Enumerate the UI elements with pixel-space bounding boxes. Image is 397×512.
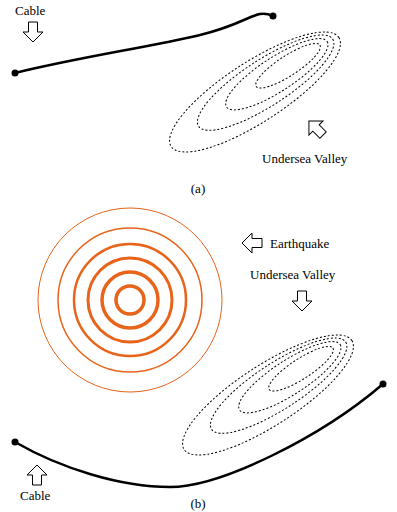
cable-end [12, 70, 19, 77]
contour-line [199, 323, 358, 449]
contour-line [168, 315, 368, 474]
pointer-arrow [27, 465, 47, 485]
contour-line [264, 340, 339, 398]
pointer-arrow [242, 233, 262, 253]
cable-end [380, 381, 387, 388]
cable-label: Cable [20, 488, 50, 503]
earthquake-label: Earthquake [270, 236, 329, 251]
panel-label: (a) [191, 181, 205, 196]
pointer-arrow [292, 291, 312, 311]
valley-label: Undersea Valley [250, 267, 335, 282]
undersea-valley-contours [168, 315, 368, 474]
seismic-ring [102, 272, 158, 328]
earthquake-rings [38, 208, 222, 392]
contour-line [230, 330, 349, 424]
seismic-ring [38, 208, 222, 392]
contour-line [155, 12, 355, 171]
cable-end [270, 13, 277, 20]
seismic-ring [88, 258, 172, 342]
seismic-ring [74, 244, 186, 356]
contour-line [251, 37, 326, 95]
pointer-arrow [23, 22, 43, 42]
cable-label: Cable [15, 3, 45, 18]
cable-line [15, 14, 273, 73]
contour-line [186, 20, 345, 146]
contour-line [217, 27, 336, 121]
undersea-valley-contours [155, 12, 355, 171]
panel-label: (b) [190, 496, 205, 511]
seismic-ring [58, 228, 202, 372]
pointer-arrow [302, 114, 330, 142]
cable-end [12, 439, 19, 446]
cable-line [15, 384, 383, 487]
valley-label: Undersea Valley [262, 151, 347, 166]
seismic-ring [116, 286, 144, 314]
